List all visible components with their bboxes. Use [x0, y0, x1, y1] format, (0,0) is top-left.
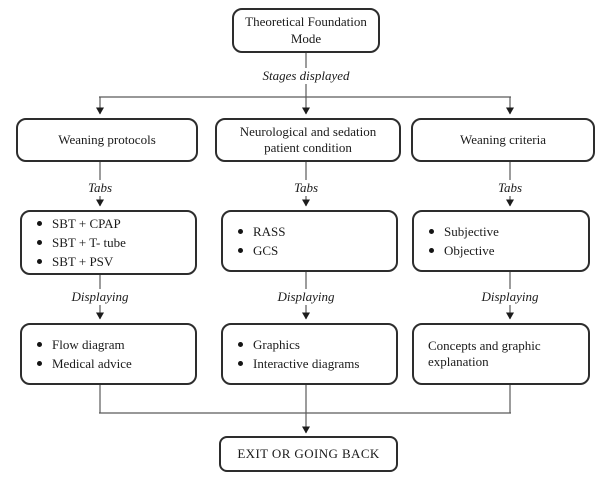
displaying-label-col0: Displaying	[66, 289, 134, 305]
display-box-neurological-sedation: Graphics Interactive diagrams	[221, 323, 398, 385]
exit-box: EXIT OR GOING BACK	[219, 436, 398, 472]
list-item: RASS	[223, 222, 396, 241]
tabs-label-col1: Tabs	[288, 180, 324, 196]
tabs-box-weaning-criteria: Subjective Objective	[412, 210, 590, 272]
list-item: SBT + PSV	[22, 252, 195, 271]
tabs-list: Subjective Objective	[414, 222, 588, 260]
list-item: Interactive diagrams	[223, 354, 396, 373]
tabs-list: RASS GCS	[223, 222, 396, 260]
list-item: Graphics	[223, 335, 396, 354]
list-item: SBT + CPAP	[22, 214, 195, 233]
displaying-label-col1: Displaying	[272, 289, 340, 305]
list-item: Objective	[414, 241, 588, 260]
list-item: Subjective	[414, 222, 588, 241]
tabs-box-neurological-sedation: RASS GCS	[221, 210, 398, 272]
list-item: GCS	[223, 241, 396, 260]
list-item: SBT + T- tube	[22, 233, 195, 252]
stages-displayed-label: Stages displayed	[257, 68, 355, 84]
displaying-label-col2: Displaying	[476, 289, 544, 305]
tabs-list: SBT + CPAP SBT + T- tube SBT + PSV	[22, 214, 195, 271]
display-box-weaning-protocols: Flow diagram Medical advice	[20, 323, 197, 385]
display-list: Flow diagram Medical advice	[22, 335, 195, 373]
tabs-box-weaning-protocols: SBT + CPAP SBT + T- tube SBT + PSV	[20, 210, 197, 275]
display-list: Graphics Interactive diagrams	[223, 335, 396, 373]
display-text: Concepts and graphic explanation	[428, 337, 541, 369]
tabs-label-col0: Tabs	[82, 180, 118, 196]
header-box-weaning-criteria: Weaning criteria	[411, 118, 595, 162]
list-item: Medical advice	[22, 354, 195, 373]
list-item: Flow diagram	[22, 335, 195, 354]
tabs-label-col2: Tabs	[492, 180, 528, 196]
display-box-weaning-criteria: Concepts and graphic explanation	[412, 323, 590, 385]
header-box-weaning-protocols: Weaning protocols	[16, 118, 198, 162]
root-box: Theoretical Foundation Mode	[232, 8, 380, 53]
header-box-neurological-sedation: Neurological and sedation patient condit…	[215, 118, 401, 162]
